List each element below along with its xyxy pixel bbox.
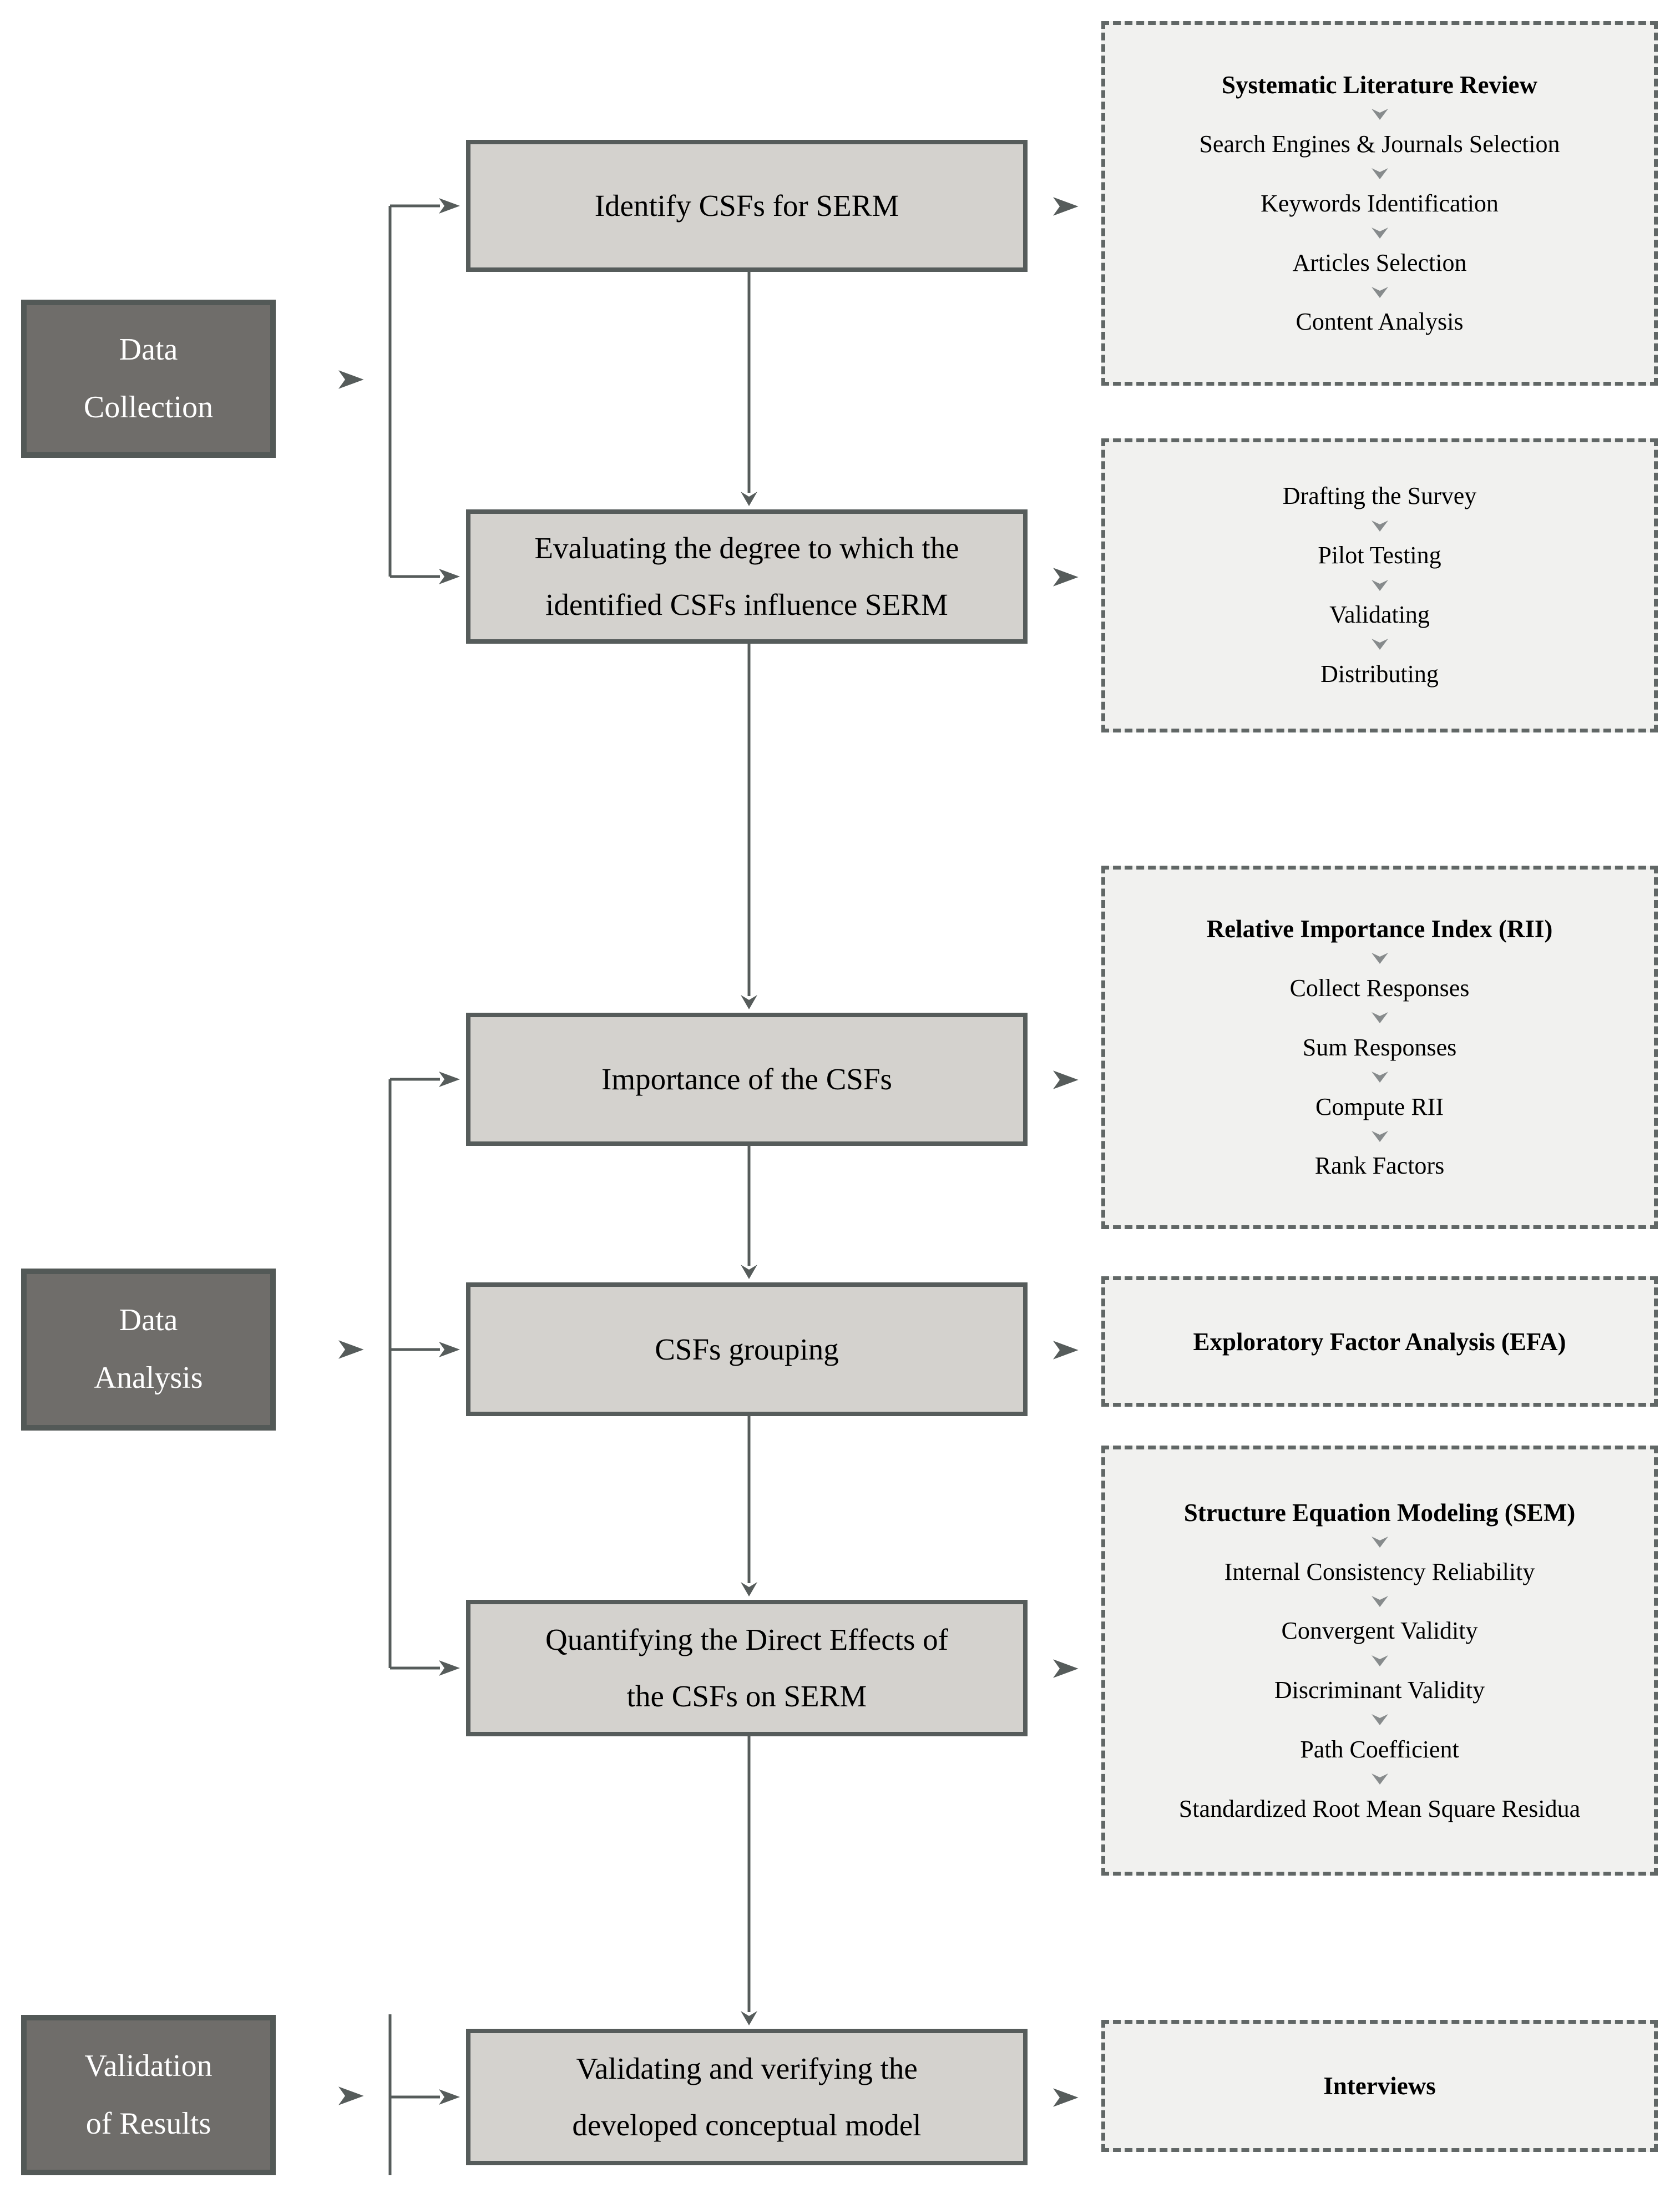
arrow-icon [1053, 1341, 1079, 1360]
detail-step: Distributing [1320, 660, 1439, 688]
bracket-validation [388, 2014, 440, 2175]
process-box-validating-model: Validating and verifying the developed c… [466, 2029, 1028, 2165]
process-label-line: identified CSFs influence SERM [545, 588, 948, 621]
detail-title: Exploratory Factor Analysis (EFA) [1193, 1327, 1566, 1356]
arrow-icon [1053, 568, 1079, 587]
detail-step: Internal Consistency Reliability [1224, 1558, 1535, 1585]
detail-title: Systematic Literature Review [1222, 70, 1537, 99]
process-label-line: Importance of the CSFs [601, 1062, 892, 1097]
phase-label-line: Data [119, 1303, 178, 1338]
process-box-csfs-grouping: CSFs grouping [466, 1282, 1028, 1416]
arrow-icon [338, 2086, 364, 2105]
phase-label-line: Data [119, 332, 178, 367]
arrow-icon [439, 1342, 460, 1357]
phase-box-validation-of-results: Validation of Results [21, 2015, 276, 2175]
arrow-icon [1053, 1070, 1079, 1089]
process-label-line: Quantifying the Direct Effects of [545, 1623, 948, 1657]
step-arrow-icon [1371, 228, 1388, 240]
bracket-data-collection-tips [439, 198, 460, 584]
step-arrow-icon [1371, 109, 1388, 121]
phase-arrowheads [338, 370, 364, 2105]
process-flow-tips [741, 492, 757, 2025]
detail-title: Interviews [1323, 2072, 1436, 2100]
step-arrow-icon [1371, 1655, 1388, 1667]
bracket-data-analysis-tips [439, 1072, 460, 1676]
step-arrow-icon [1371, 520, 1388, 532]
process-label-line: developed conceptual model [572, 2108, 922, 2142]
detail-step: Sum Responses [1302, 1033, 1457, 1061]
phase-label-line: of Results [85, 2106, 211, 2141]
phase-box-data-analysis: Data Analysis [21, 1269, 276, 1431]
detail-box-sem: Structure Equation Modeling (SEM) Intern… [1101, 1446, 1658, 1876]
step-arrow-icon [1371, 1012, 1388, 1024]
process-to-detail-arrowheads [1053, 197, 1079, 2107]
step-arrow-icon [1371, 579, 1388, 592]
arrow-down-icon [741, 995, 757, 1009]
process-label-line: CSFs grouping [655, 1332, 839, 1366]
detail-step: Keywords Identification [1261, 189, 1499, 217]
process-box-identify-csfs: Identify CSFs for SERM [466, 140, 1028, 272]
step-arrow-icon [1371, 1537, 1388, 1549]
step-arrow-icon [1371, 1595, 1388, 1608]
bracket-data-collection [388, 204, 440, 578]
arrow-icon [338, 1340, 364, 1359]
arrow-down-icon [741, 2011, 757, 2025]
detail-step: Search Engines & Journals Selection [1199, 130, 1560, 158]
detail-step: Discriminant Validity [1274, 1676, 1485, 1704]
step-arrow-icon [1371, 286, 1388, 299]
process-box-evaluating-degree: Evaluating the degree to which the ident… [466, 509, 1028, 644]
detail-title: Structure Equation Modeling (SEM) [1183, 1498, 1576, 1527]
phase-label-line: Analysis [94, 1361, 203, 1395]
arrow-icon [439, 198, 460, 214]
process-label-line: Identify CSFs for SERM [594, 189, 899, 223]
arrow-icon [1053, 1659, 1079, 1678]
detail-step: Collect Responses [1289, 974, 1470, 1002]
detail-step: Content Analysis [1296, 308, 1464, 336]
step-arrow-icon [1371, 1714, 1388, 1726]
process-label-line: Evaluating the degree to which the [534, 531, 959, 565]
step-arrow-icon [1371, 1072, 1388, 1084]
arrow-icon [439, 1072, 460, 1087]
arrow-icon [439, 569, 460, 584]
process-box-quantifying-effects: Quantifying the Direct Effects of the CS… [466, 1600, 1028, 1736]
phase-box-data-collection: Data Collection [21, 300, 276, 458]
step-arrow-icon [1371, 639, 1388, 651]
arrow-icon [338, 370, 364, 389]
process-box-importance-csfs: Importance of the CSFs [466, 1013, 1028, 1146]
step-arrow-icon [1371, 1773, 1388, 1786]
step-arrow-icon [1371, 1130, 1388, 1143]
detail-title: Relative Importance Index (RII) [1206, 914, 1553, 943]
detail-step: Validating [1329, 601, 1430, 628]
bracket-data-analysis [388, 1078, 440, 1670]
detail-box-interviews: Interviews [1101, 2020, 1658, 2152]
detail-step: Compute RII [1315, 1093, 1444, 1120]
step-arrow-icon [1371, 168, 1388, 180]
arrow-down-icon [741, 1582, 757, 1596]
phase-label-line: Validation [84, 2048, 212, 2083]
arrow-icon [439, 2089, 460, 2105]
arrow-down-icon [741, 1265, 757, 1279]
detail-step: Path Coefficient [1300, 1735, 1459, 1763]
arrow-down-icon [741, 492, 757, 506]
detail-box-efa: Exploratory Factor Analysis (EFA) [1101, 1276, 1658, 1407]
detail-step: Convergent Validity [1281, 1617, 1478, 1645]
arrow-icon [1053, 197, 1079, 216]
arrow-icon [1053, 2088, 1079, 2107]
process-label-line: Validating and verifying the [576, 2052, 918, 2086]
detail-step: Articles Selection [1292, 249, 1467, 276]
detail-step: Rank Factors [1314, 1152, 1445, 1180]
process-label-line: the CSFs on SERM [626, 1679, 867, 1713]
arrow-icon [439, 1660, 460, 1676]
detail-step: Drafting the Survey [1282, 482, 1477, 510]
detail-step: Pilot Testing [1318, 542, 1441, 569]
step-arrow-icon [1371, 953, 1388, 965]
detail-box-systematic-literature-review: Systematic Literature Review Search Engi… [1101, 21, 1658, 386]
bracket-validation-tips [439, 2089, 460, 2105]
detail-box-rii: Relative Importance Index (RII) Collect … [1101, 866, 1658, 1229]
phase-label-line: Collection [83, 390, 214, 425]
detail-step: Standardized Root Mean Square Residua [1178, 1795, 1581, 1822]
